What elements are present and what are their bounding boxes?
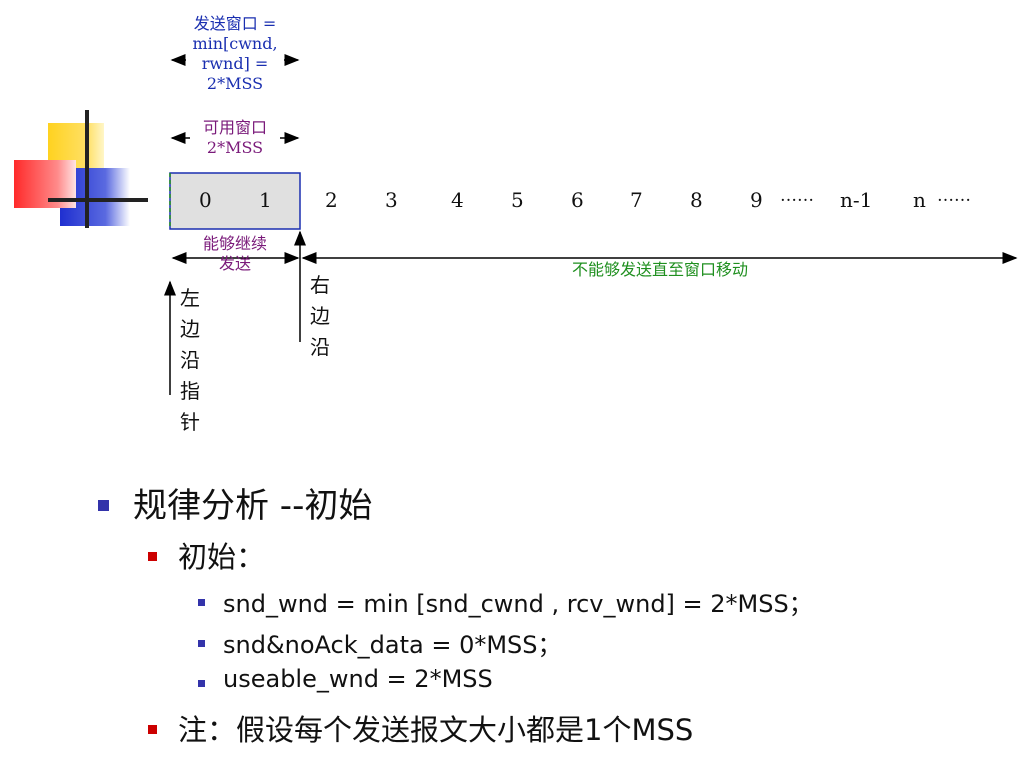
usable-window-line-2: 2*MSS <box>206 138 264 157</box>
seq-1: 1 <box>259 188 272 212</box>
level2-item-initial: 初始： <box>178 540 266 574</box>
left-edge-char-2: 边 <box>180 317 200 341</box>
level3-bullet-square-3 <box>198 680 205 687</box>
can-send-line-2: 发送 <box>218 254 251 273</box>
level3-bullet-square-1 <box>198 599 205 606</box>
seq-5: 5 <box>511 188 524 212</box>
can-send-line-1: 能够继续 <box>202 234 267 253</box>
seq-ellipsis-2: …… <box>937 186 971 206</box>
can-send-label: 能够继续 发送 <box>180 234 290 274</box>
left-edge-char-1: 左 <box>180 286 200 310</box>
seq-3: 3 <box>385 188 398 212</box>
level2-bullet-square-b <box>148 725 157 734</box>
level3-bullet-square-2 <box>198 640 205 647</box>
decorative-logo <box>14 110 148 230</box>
send-window-label: 发送窗口 = min[cwnd, rwnd] = 2*MSS <box>180 14 290 94</box>
seq-8: 8 <box>690 188 703 212</box>
right-edge-label: 右 边 沿 <box>308 270 332 363</box>
right-edge-char-3: 沿 <box>310 335 330 359</box>
level3-item-1: snd_wnd = min [snd_cwnd , rcv_wnd] = 2*M… <box>223 590 813 618</box>
sliding-window-diagram <box>164 54 1018 395</box>
level3-item-3: useable_wnd = 2*MSS <box>223 665 493 693</box>
level1-heading: 规律分析 --初始 <box>133 486 373 526</box>
seq-4: 4 <box>451 188 464 212</box>
logo-horizontal-line <box>48 198 148 202</box>
seq-0: 0 <box>199 188 212 212</box>
level3-item-2: snd&noAck_data = 0*MSS； <box>223 631 562 659</box>
send-window-line-1: 发送窗口 = <box>193 14 277 33</box>
left-edge-char-5: 针 <box>180 410 200 434</box>
seq-2: 2 <box>325 188 338 212</box>
seq-n-minus-1: n-1 <box>840 188 873 212</box>
send-window-line-2: min[cwnd, <box>192 34 278 53</box>
logo-vertical-line <box>85 110 89 228</box>
seq-9: 9 <box>750 188 763 212</box>
cannot-send-label: 不能够发送直至窗口移动 <box>571 260 748 279</box>
right-edge-char-2: 边 <box>310 304 330 328</box>
seq-6: 6 <box>571 188 584 212</box>
left-edge-char-3: 沿 <box>180 348 200 372</box>
seq-ellipsis-1: …… <box>780 186 814 206</box>
window-box <box>169 172 301 230</box>
level2-item-note: 注：假设每个发送报文大小都是1个MSS <box>178 713 694 747</box>
left-edge-char-4: 指 <box>180 379 200 403</box>
send-window-line-4: 2*MSS <box>206 74 264 93</box>
level1-bullet-square <box>98 500 109 511</box>
usable-window-line-1: 可用窗口 <box>202 118 267 137</box>
left-edge-label: 左 边 沿 指 针 <box>178 283 202 438</box>
usable-window-label: 可用窗口 2*MSS <box>180 118 290 158</box>
level2-bullet-square-a <box>148 552 157 561</box>
seq-n: n <box>913 188 926 212</box>
seq-7: 7 <box>630 188 643 212</box>
right-edge-char-1: 右 <box>310 273 330 297</box>
send-window-line-3: rwnd] = <box>201 54 269 73</box>
